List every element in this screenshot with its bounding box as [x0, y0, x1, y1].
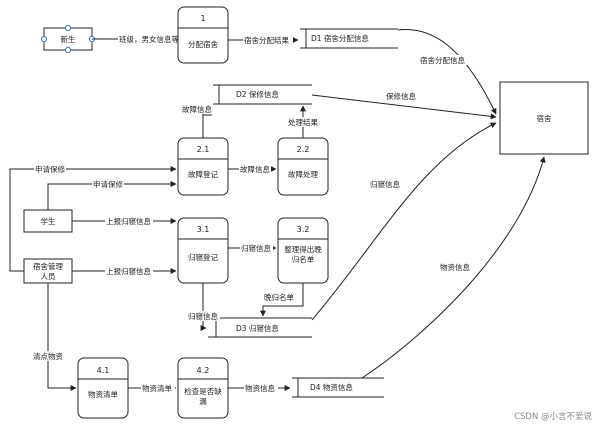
- flow-manager-apply-repair: [9, 166, 177, 272]
- entity-student[interactable]: 学生: [23, 209, 73, 233]
- flow-student-apply-repair: [47, 181, 177, 210]
- entity-dorm-manager-label-2: 人员: [41, 272, 56, 281]
- process-4-2-number: 4.2: [197, 366, 210, 375]
- flow-label-report-return-1: 上报归寝信息: [106, 216, 151, 226]
- flow-label-repair-info: 保修信息: [386, 91, 416, 101]
- flow-label-alloc-info: 宿舍分配信息: [420, 55, 465, 65]
- process-3-2-number: 3.2: [297, 225, 310, 234]
- flow-label-goods-info-right: 物资信息: [440, 262, 470, 272]
- process-2-2[interactable]: 2.2 故障处理: [277, 137, 329, 196]
- flow-p32-to-d3: [260, 283, 304, 317]
- flow-label-fault-info-up: 故障信息: [182, 104, 212, 114]
- process-1[interactable]: 1 分配宿舍: [177, 6, 229, 64]
- process-4-2-label: 检查是否缺: [184, 386, 222, 396]
- flow-label-handle-result: 处理结果: [288, 117, 318, 127]
- flow-d4-to-dorm: [361, 156, 546, 379]
- entity-new-student[interactable]: 新生: [40, 24, 96, 54]
- process-3-2[interactable]: 3.2 整理得出晚 归名单: [277, 217, 329, 284]
- watermark: CSDN @小言不爱说: [514, 411, 592, 422]
- flow-label-return-info-low: 归寝信息: [188, 311, 218, 321]
- flow-label-fault-info-mid: 故障信息: [240, 164, 270, 174]
- flow-label-class-gender: 班级，男女信息等: [119, 34, 179, 44]
- store-d2-label: D2 保修信息: [236, 89, 279, 99]
- entity-dorm-manager-label: 宿舍管理: [33, 261, 63, 271]
- process-2-1-label: 故障登记: [188, 169, 218, 179]
- flow-label-return-info-right: 归寝信息: [370, 179, 400, 189]
- flow-label-apply-repair-1: 申请保修: [35, 164, 65, 174]
- flow-label-alloc-result: 宿舍分配结果: [244, 35, 289, 45]
- process-2-1[interactable]: 2.1 故障登记: [177, 137, 229, 196]
- store-d3-label: D3 归寝信息: [236, 323, 279, 333]
- flow-label-return-info-mid: 归寝信息: [241, 243, 271, 253]
- process-2-2-label: 故障处理: [288, 169, 318, 179]
- flow-label-goods-list: 物资清单: [142, 383, 172, 393]
- entity-dorm-manager[interactable]: 宿舍管理 人员: [23, 258, 73, 284]
- entity-student-label: 学生: [41, 216, 56, 226]
- flow-p31-to-d3: [200, 283, 207, 331]
- store-d1[interactable]: D1 宿舍分配信息: [300, 28, 398, 49]
- flow-manager-clear-goods: [47, 283, 77, 391]
- entity-new-student-label: 新生: [61, 34, 76, 44]
- process-3-1[interactable]: 3.1 归寝登记: [177, 217, 229, 284]
- process-4-2[interactable]: 4.2 检查是否缺 漏: [177, 357, 229, 419]
- flow-label-report-return-2: 上报归寝信息: [106, 266, 151, 276]
- flow-label-goods-info-low: 物资信息: [245, 383, 275, 393]
- store-d2[interactable]: D2 保修信息: [213, 84, 312, 105]
- flow-d2-to-dorm: [311, 94, 497, 120]
- flow-label-clear-goods: 清点物资: [33, 351, 63, 361]
- process-4-1-number: 4.1: [97, 366, 110, 375]
- process-1-number: 1: [200, 14, 205, 23]
- store-d4-label: D4 物资信息: [310, 382, 353, 392]
- process-2-1-number: 2.1: [197, 145, 210, 154]
- process-3-2-label-2: 归名单: [292, 254, 315, 264]
- process-3-2-label: 整理得出晚: [284, 244, 322, 254]
- flow-label-apply-repair-2: 申请保修: [93, 179, 123, 189]
- process-3-1-label: 归寝登记: [188, 252, 218, 262]
- store-d3[interactable]: D3 归寝信息: [208, 317, 312, 338]
- store-d4[interactable]: D4 物资信息: [292, 377, 384, 398]
- process-4-2-label-2: 漏: [199, 396, 207, 406]
- process-2-2-number: 2.2: [297, 145, 310, 154]
- flow-label-late-list: 晚归名单: [264, 292, 294, 302]
- flow-d1-to-dorm: [397, 29, 497, 115]
- process-4-1-label: 物资清单: [88, 389, 118, 399]
- process-4-1[interactable]: 4.1 物资清单: [77, 357, 129, 419]
- entity-dorm[interactable]: 宿舍: [499, 81, 589, 155]
- entity-dorm-label: 宿舍: [537, 113, 552, 123]
- flow-d3-to-dorm: [311, 122, 497, 321]
- process-3-1-number: 3.1: [197, 225, 210, 234]
- process-1-label: 分配宿舍: [188, 39, 218, 49]
- store-d1-label: D1 宿舍分配信息: [311, 33, 369, 43]
